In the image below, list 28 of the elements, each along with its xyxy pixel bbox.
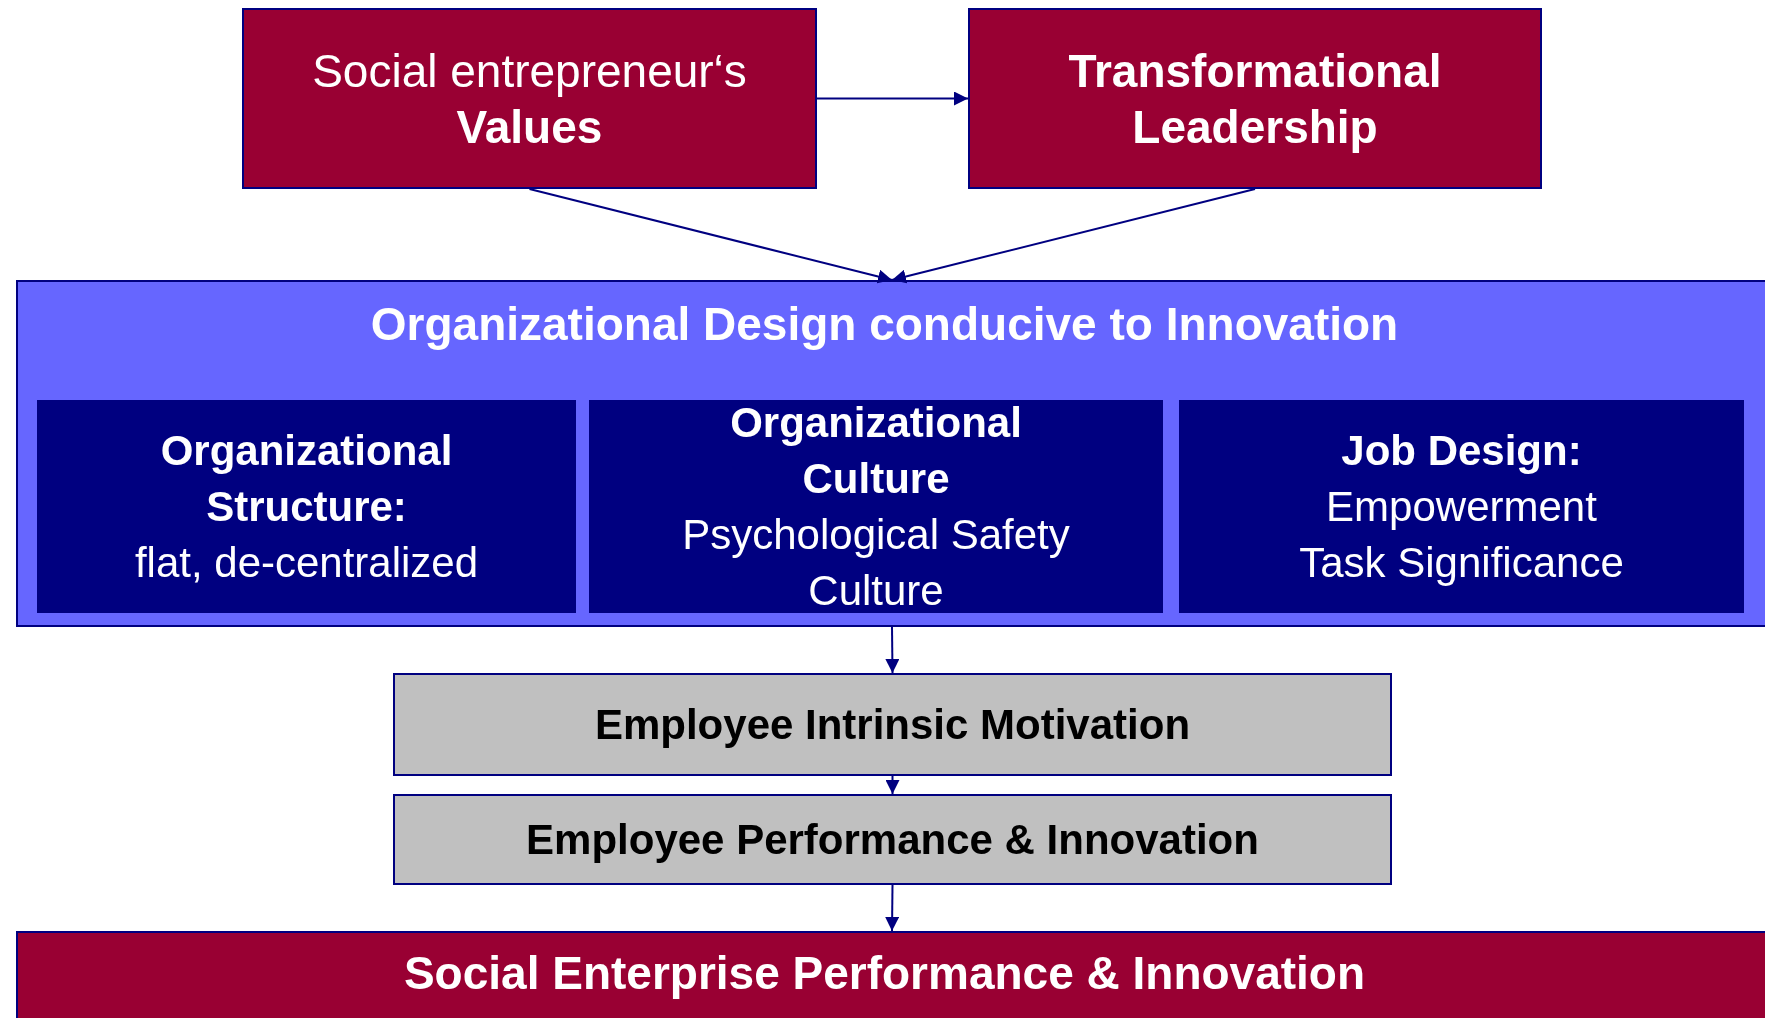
box-title: Employee Intrinsic Motivation xyxy=(594,699,1191,750)
arrow xyxy=(885,775,900,795)
concept-box xyxy=(968,8,1542,189)
box-title: Transformational Leadership xyxy=(1067,43,1443,155)
outcome-box xyxy=(393,794,1392,885)
arrow xyxy=(528,188,893,284)
factor-box xyxy=(37,400,576,613)
box-text: Social entrepreneur‘s Values xyxy=(311,43,748,155)
factor-text: Empowerment xyxy=(1326,481,1597,532)
factor-text: flat, de-centralized xyxy=(134,537,479,588)
factor-heading: Organizational Structure: xyxy=(159,425,454,532)
concept-box xyxy=(242,8,817,189)
factor-box xyxy=(589,400,1163,613)
panel-title: Organizational Design conducive to Innovation xyxy=(369,297,1400,352)
factor-heading: Job Design: xyxy=(1341,425,1582,476)
bar-title: Social Enterprise Performance & Innovation xyxy=(402,946,1367,1001)
factor-text: Psychological Safety Culture xyxy=(681,509,1071,616)
group-panel xyxy=(16,280,1765,627)
factor-text: Task Significance xyxy=(1299,537,1624,588)
arrow xyxy=(816,91,969,106)
box-title: Employee Performance & Innovation xyxy=(526,814,1259,865)
arrow xyxy=(891,188,1256,284)
outcome-box xyxy=(393,673,1392,776)
arrow xyxy=(885,884,900,932)
result-bar xyxy=(16,931,1765,1018)
arrow xyxy=(885,626,900,674)
factor-box xyxy=(1179,400,1744,613)
factor-heading: Organizational Culture xyxy=(729,397,1023,504)
